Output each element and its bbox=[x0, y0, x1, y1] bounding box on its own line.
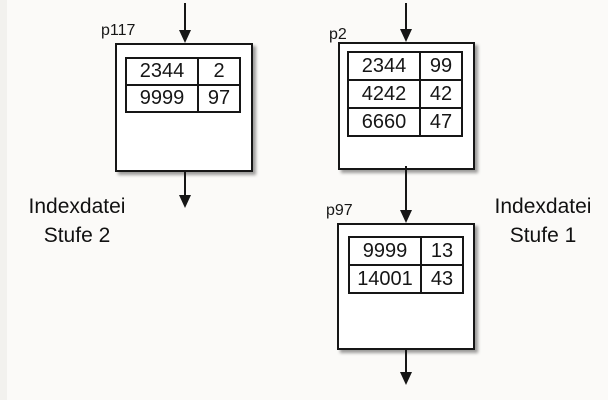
key-cell: 2344 bbox=[125, 57, 199, 86]
table-row: 2344 2 bbox=[125, 57, 241, 86]
arrow-head-out-p117 bbox=[179, 195, 191, 208]
key-cell: 4242 bbox=[347, 79, 421, 109]
arrow-line-out-p117 bbox=[184, 170, 186, 195]
key-cell: 9999 bbox=[348, 236, 422, 266]
arrow-line-out-p97 bbox=[405, 348, 407, 373]
arrow-head-out-p97 bbox=[400, 372, 412, 385]
node-label-p97: p97 bbox=[326, 202, 353, 219]
table-row: 9999 13 bbox=[348, 236, 464, 266]
arrow-line-p2-to-p97 bbox=[405, 166, 407, 211]
caption-line: Stufe 2 bbox=[43, 224, 111, 247]
index-table-p2: 2344 99 4242 42 6660 47 bbox=[347, 51, 463, 137]
pointer-cell: 43 bbox=[420, 264, 464, 294]
key-cell: 14001 bbox=[348, 264, 422, 294]
arrow-head-into-p2 bbox=[400, 29, 412, 42]
arrow-line-into-p117 bbox=[184, 3, 186, 31]
caption-indexdatei-stufe-2: Indexdatei Stufe 2 bbox=[7, 192, 147, 250]
page-edge-strip bbox=[0, 0, 7, 400]
arrow-line-into-p2 bbox=[405, 3, 407, 30]
pointer-cell: 42 bbox=[419, 79, 463, 109]
index-table-p117: 2344 2 9999 97 bbox=[125, 57, 241, 113]
index-table-p97: 9999 13 14001 43 bbox=[348, 236, 464, 294]
table-row: 2344 99 bbox=[347, 51, 463, 81]
table-row: 9999 97 bbox=[125, 84, 241, 113]
node-label-p117: p117 bbox=[101, 22, 136, 39]
arrow-head-into-p117 bbox=[179, 30, 191, 43]
pointer-cell: 99 bbox=[419, 51, 463, 81]
pointer-cell: 2 bbox=[197, 57, 241, 86]
node-label-p2: p2 bbox=[329, 26, 347, 43]
pointer-cell: 13 bbox=[420, 236, 464, 266]
arrow-head-p2-to-p97 bbox=[400, 210, 412, 223]
caption-indexdatei-stufe-1: Indexdatei Stufe 1 bbox=[473, 192, 608, 250]
caption-line: Indexdatei bbox=[494, 195, 592, 218]
key-cell: 9999 bbox=[125, 84, 199, 113]
caption-line: Stufe 1 bbox=[509, 224, 577, 247]
table-row: 6660 47 bbox=[347, 107, 463, 137]
pointer-cell: 47 bbox=[419, 107, 463, 137]
caption-line: Indexdatei bbox=[28, 195, 126, 218]
key-cell: 6660 bbox=[347, 107, 421, 137]
key-cell: 2344 bbox=[347, 51, 421, 81]
table-row: 4242 42 bbox=[347, 79, 463, 109]
table-row: 14001 43 bbox=[348, 264, 464, 294]
pointer-cell: 97 bbox=[197, 84, 241, 113]
